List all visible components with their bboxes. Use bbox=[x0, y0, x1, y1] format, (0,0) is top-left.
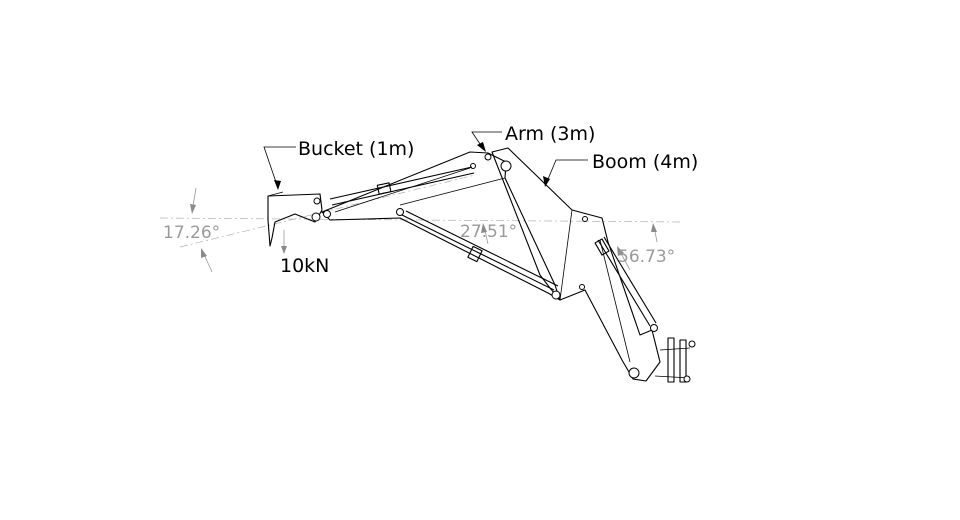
arm-angle-label: 27.51° bbox=[460, 222, 517, 242]
leaders bbox=[263, 131, 588, 190]
arm-label: Arm (3m) bbox=[505, 123, 595, 145]
bucket-cylinder bbox=[329, 166, 475, 206]
load-arrow bbox=[281, 230, 287, 254]
boom-label: Boom (4m) bbox=[592, 151, 698, 173]
arm-cylinder bbox=[401, 210, 559, 291]
bucket-label: Bucket (1m) bbox=[298, 138, 414, 160]
boom-angle-label: 56.73° bbox=[618, 247, 675, 267]
bucket-angle-label: 17.26° bbox=[163, 223, 220, 243]
boom-cylinder bbox=[594, 236, 657, 327]
reference-lines bbox=[159, 174, 681, 248]
angle-dimensions bbox=[190, 187, 658, 273]
load-label: 10kN bbox=[280, 255, 329, 277]
bucket bbox=[267, 191, 331, 247]
